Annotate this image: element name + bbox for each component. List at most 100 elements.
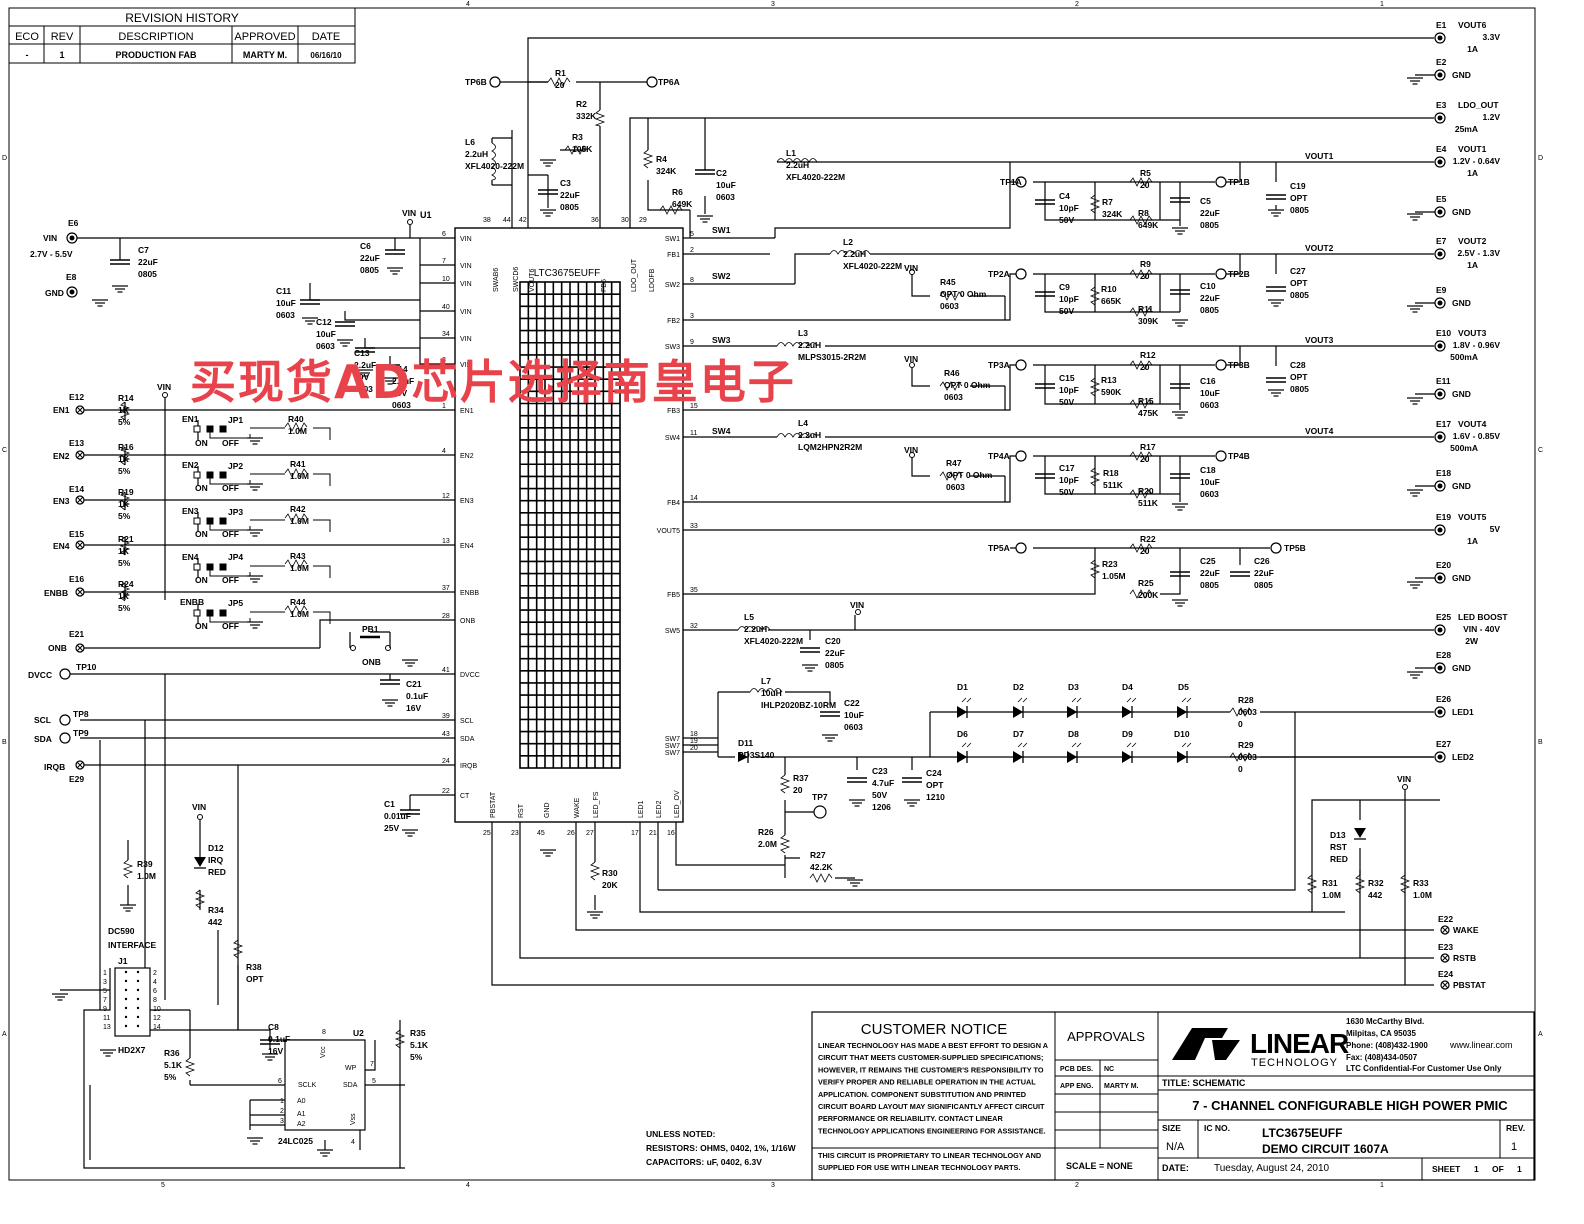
component-value: 10pF: [1059, 203, 1079, 213]
u1-left-pin-name: EN1: [460, 408, 474, 415]
component-ref: TP7: [812, 792, 828, 802]
component-ref: C23: [872, 766, 888, 776]
note-capacitors: CAPACITORS: uF, 0402, 6.3V: [646, 1157, 762, 1167]
left-terminal-name: VIN: [43, 233, 57, 243]
component-value: 590K: [1101, 387, 1122, 397]
u1-left-pin-name: EN3: [460, 498, 474, 505]
rev-cell-description: PRODUCTION FAB: [116, 50, 198, 60]
customer-notice-line: LINEAR TECHNOLOGY HAS MADE A BEST EFFORT…: [818, 1041, 1049, 1050]
component-package: RED: [1330, 854, 1348, 864]
component-tp6a: TP6A: [658, 77, 680, 87]
u2-pin-name: Vcc: [320, 1046, 327, 1058]
component-ref: R44: [290, 597, 306, 607]
component-value: 332K: [576, 111, 597, 121]
label-sw1-net: SW1: [712, 225, 731, 235]
terminal-name: LED2: [1452, 752, 1474, 762]
component-ref: R5: [1140, 168, 1151, 178]
component-package: 50V: [872, 790, 887, 800]
left-terminal-ref: TP9: [73, 728, 89, 738]
component-value: 1.0M: [137, 871, 156, 881]
component-package: 0603: [316, 341, 335, 351]
app-eng-label: APP ENG.: [1060, 1083, 1093, 1090]
component-ref: L6: [465, 137, 475, 147]
component-value: 324K: [656, 166, 677, 176]
component-ref: C21: [406, 679, 422, 689]
j1-pin-num: 1: [103, 970, 107, 977]
label-d5: D5: [1178, 682, 1189, 692]
rev-header-approved: APPROVED: [234, 31, 295, 43]
proprietary-line-2: SUPPLIED FOR USE WITH LINEAR TECHNOLOGY …: [818, 1163, 1020, 1172]
component-ref: L1: [786, 148, 796, 158]
u1-right-pin-name: SW2: [665, 282, 680, 289]
component-package: XFL4020-222M: [786, 172, 845, 182]
schematic-title: 7 - CHANNEL CONFIGURABLE HIGH POWER PMIC: [1192, 1098, 1508, 1113]
label-hd2x7: HD2X7: [118, 1045, 146, 1055]
rev-value: 1: [1511, 1141, 1517, 1153]
terminal-ref: E20: [1436, 560, 1451, 570]
revision-title: REVISION HISTORY: [125, 11, 239, 25]
u1-right-pin-name: VOUT5: [657, 528, 680, 535]
component-ref: R30: [602, 868, 618, 878]
component-package: 25V: [384, 823, 399, 833]
component-extra: 1206: [872, 802, 891, 812]
u1-bottom-pin-num: 27: [586, 830, 594, 837]
terminal-voltage: VIN - 40V: [1463, 624, 1500, 634]
terminal-ref: E9: [1436, 285, 1447, 295]
website: www.linear.com: [1449, 1040, 1513, 1050]
u1-right-pin-num: 11: [690, 430, 697, 437]
u2-pin-num: 5: [372, 1078, 376, 1085]
terminal-ref: E19: [1436, 512, 1451, 522]
component-value: 1K: [118, 499, 130, 509]
u1-right-pin-num: 15: [690, 403, 698, 410]
component-package: 16V: [406, 703, 421, 713]
u1-right-pin-name: SW7: [665, 750, 680, 757]
terminal-ref: E18: [1436, 468, 1451, 478]
confidential-note: LTC Confidential-For Customer Use Only: [1346, 1064, 1502, 1073]
component-ref: C15: [1059, 373, 1075, 383]
component-value: 1.0M: [290, 563, 309, 573]
label-sw4-net: SW4: [712, 426, 731, 436]
component-ref: R34: [208, 905, 224, 915]
label-jp2-en2: EN2: [182, 460, 199, 470]
component-ref: L2: [843, 237, 853, 247]
terminal-name: GND: [1452, 663, 1471, 673]
component-ref: L7: [761, 676, 771, 686]
u1-left-pin-num: 34: [442, 331, 450, 338]
component-value: 10uF: [316, 329, 336, 339]
u1-right-pin-num: 19: [690, 738, 698, 745]
terminal-name: GND: [1452, 481, 1471, 491]
title-label: TITLE: SCHEMATIC: [1162, 1078, 1246, 1088]
zone-top-2: 3: [771, 1, 775, 8]
u1-right-pin-num: 14: [690, 495, 698, 502]
component-ref: L4: [798, 418, 808, 428]
component-ref: R26: [758, 827, 774, 837]
component-value: 10uF: [1200, 477, 1220, 487]
label-jp5-on: ON: [195, 621, 208, 631]
u2-pin-num: 6: [278, 1078, 282, 1085]
component-ref: R1: [555, 68, 566, 78]
u2-pin-num: 8: [322, 1029, 326, 1036]
component-ref: R15: [1138, 396, 1154, 406]
component-ref: C20: [825, 636, 841, 646]
component-value: 2.2uH: [798, 340, 821, 350]
terminal-name: LED BOOST: [1458, 612, 1508, 622]
